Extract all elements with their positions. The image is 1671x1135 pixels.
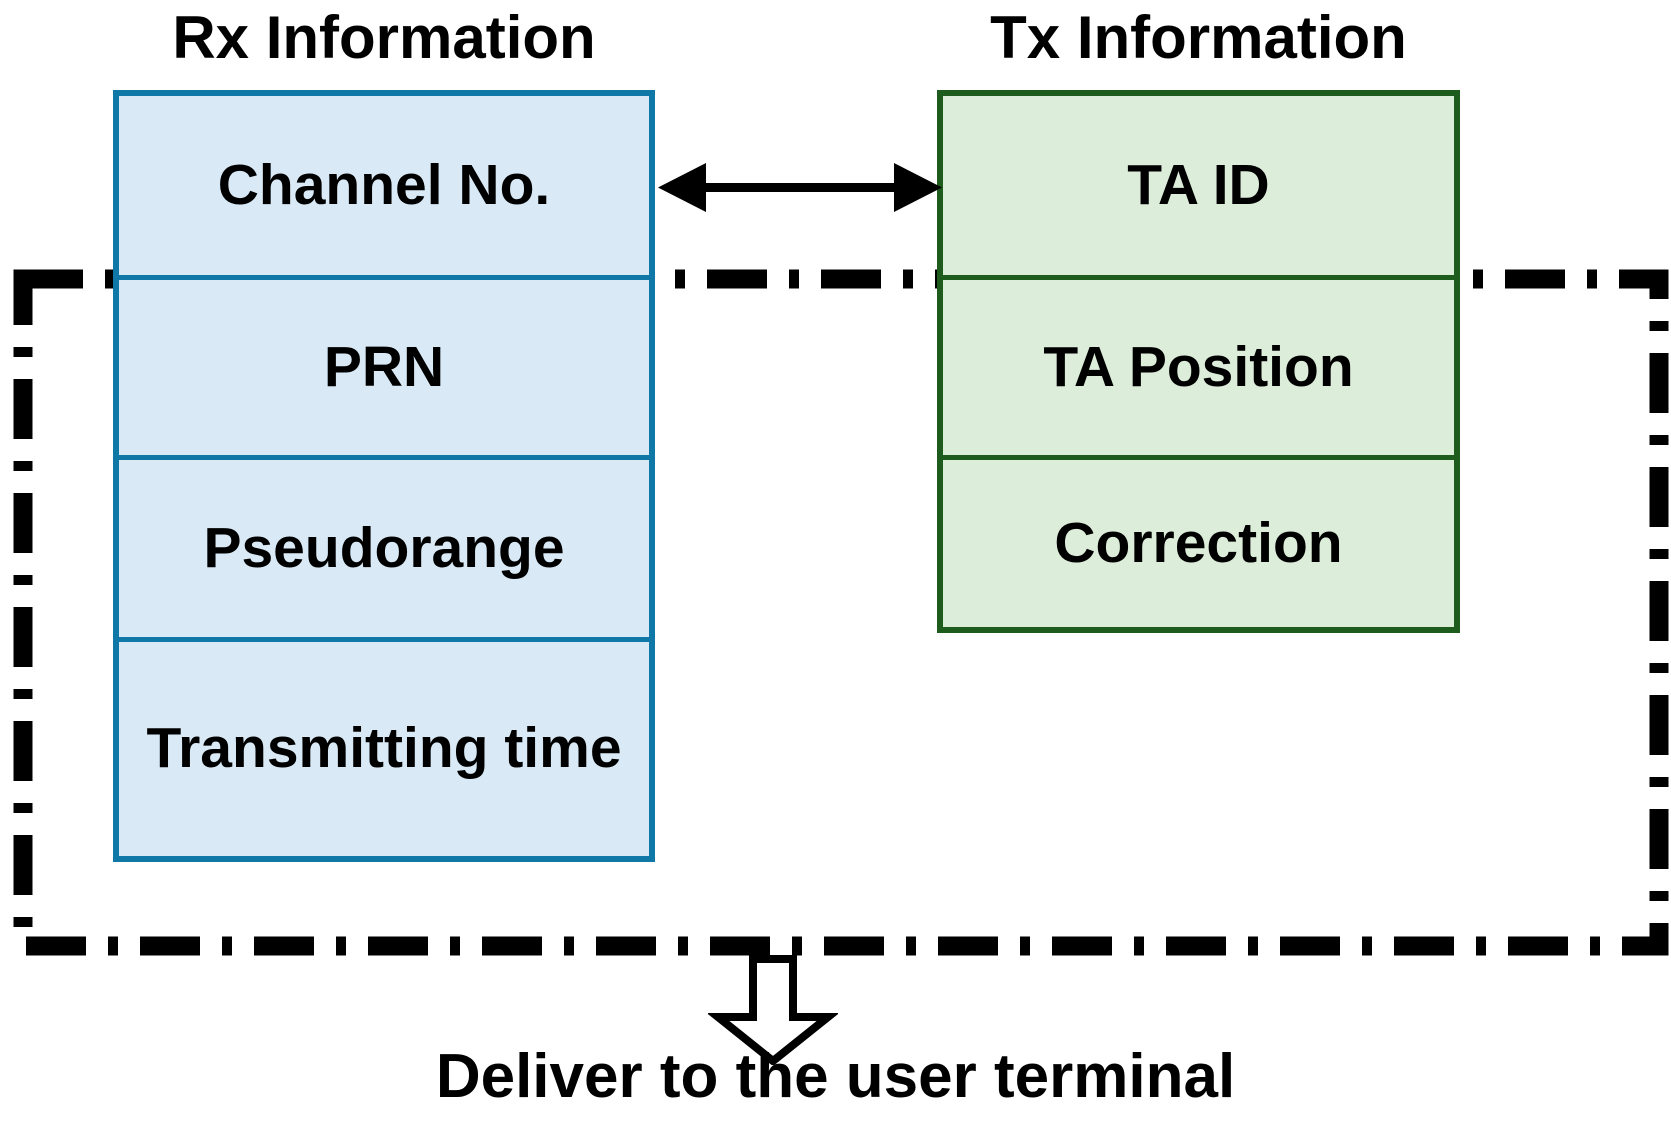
tx-cell-correction[interactable]: Correction <box>1054 510 1343 575</box>
bidirectional-arrow-icon <box>658 163 942 212</box>
tx-cell-ta-position[interactable]: TA Position <box>943 280 1454 460</box>
down-block-arrow-icon <box>708 955 838 1065</box>
rx-cell-channel-no[interactable]: Channel No. <box>119 96 649 280</box>
deliver-caption: Deliver to the user terminal <box>435 1042 1236 1111</box>
rx-information-stack: Channel No. PRN Pseudorange Transmitting… <box>113 90 655 862</box>
tx-information-title: Tx Information <box>990 4 1407 71</box>
rx-cell-prn[interactable]: PRN <box>119 280 649 460</box>
tx-information-stack: TA ID TA Position Correction <box>937 90 1460 633</box>
rx-information-title: Rx Information <box>172 4 596 71</box>
rx-cell-pseudorange[interactable]: Pseudorange <box>119 460 649 642</box>
tx-cell-ta-id[interactable]: TA ID <box>943 96 1454 280</box>
rx-cell-transmitting-time[interactable]: Transmitting time <box>146 716 622 781</box>
